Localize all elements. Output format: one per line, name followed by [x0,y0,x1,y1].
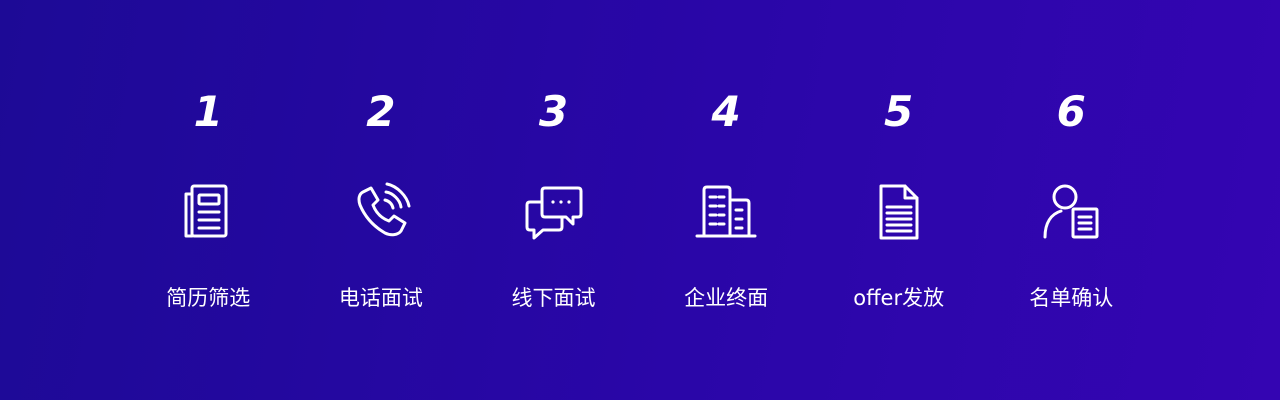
phone-call-icon [349,180,413,244]
chat-bubbles-icon [521,180,585,244]
step-number: 3 [538,87,569,136]
office-building-icon [694,180,758,244]
step-final-interview: 4 企业终面 [640,0,813,400]
step-list-confirmation: 6 名单确认 [985,0,1158,400]
step-label: 名单确认 [1029,286,1114,310]
step-phone-interview: 2 电话面试 [295,0,468,400]
step-number: 5 [884,87,914,136]
step-number: 4 [711,87,741,136]
step-number: 6 [1056,87,1086,136]
step-label: 电话面试 [338,286,423,310]
step-resume-screening: 1 简历筛选 [122,0,295,400]
hiring-process-steps: 1 简历筛选 2 电话面试 3 [122,0,1158,400]
step-label: 简历筛选 [166,286,251,310]
step-number: 2 [366,87,396,136]
step-label: offer发放 [853,286,945,310]
step-offer-issued: 5 offer发放 [812,0,985,400]
resume-document-icon [176,180,240,244]
step-number: 1 [193,87,223,136]
step-label: 企业终面 [684,286,769,310]
user-list-icon [1039,180,1103,244]
step-onsite-interview: 3 线下面试 [467,0,640,400]
offer-document-icon [867,180,931,244]
step-label: 线下面试 [511,286,596,310]
